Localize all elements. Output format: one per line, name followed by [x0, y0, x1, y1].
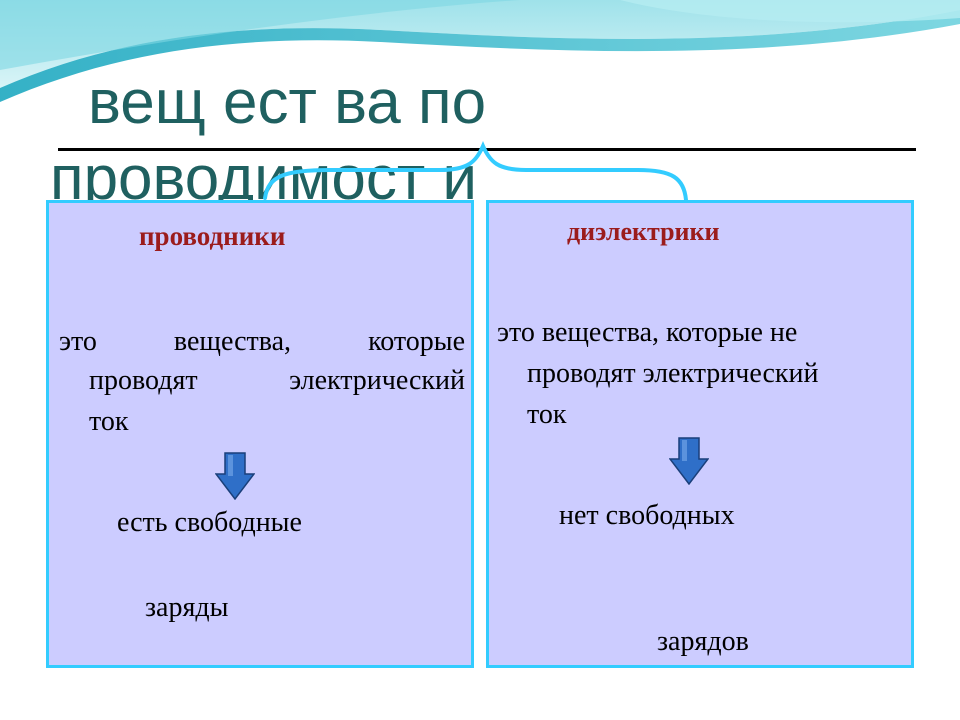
- dielectrics-definition-line-2: проводят электрический: [527, 358, 819, 389]
- dielectrics-definition-line-3: ток: [527, 399, 567, 430]
- dielectrics-result-line-1: нет свободных: [559, 500, 735, 531]
- page-title-line-2: проводимост и: [50, 144, 478, 213]
- conductors-panel: проводники это вещества, которые проводя…: [46, 200, 474, 668]
- decorative-wave-header: [0, 0, 960, 102]
- conductors-definition-line-1: это вещества, которые: [59, 326, 465, 357]
- dielectrics-result-line-2: зарядов: [657, 626, 749, 657]
- dielectrics-heading: диэлектрики: [567, 217, 720, 246]
- down-arrow-icon: [669, 437, 709, 485]
- conductors-definition-line-3: ток: [89, 406, 129, 437]
- down-arrow-icon: [215, 452, 255, 500]
- conductors-definition-line-2: проводят электрический: [89, 365, 465, 396]
- title-divider: [58, 148, 916, 151]
- conductors-result-line-1: есть свободные: [117, 507, 302, 538]
- dielectrics-panel: диэлектрики это вещества, которые не про…: [486, 200, 914, 668]
- dielectrics-definition-line-1: это вещества, которые не: [497, 317, 798, 348]
- conductors-result-line-2: заряды: [145, 592, 229, 623]
- conductors-heading: проводники: [139, 221, 286, 251]
- page-title-line-1: вещ ест ва по: [88, 68, 487, 137]
- curly-brace-icon: [263, 141, 688, 202]
